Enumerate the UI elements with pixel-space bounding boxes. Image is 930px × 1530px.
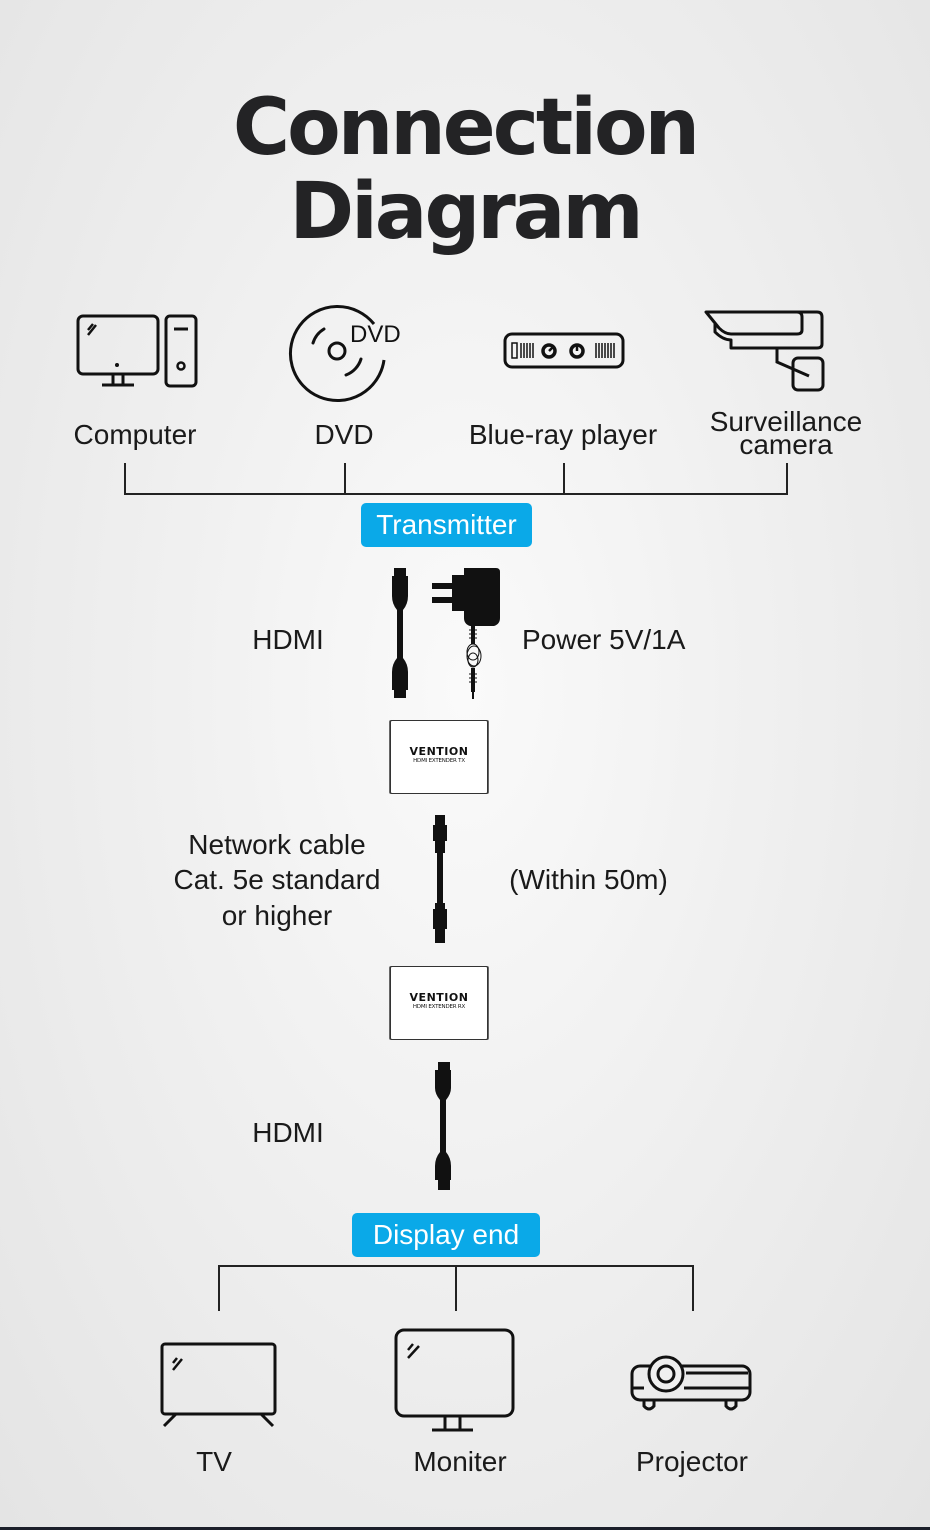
tx-model: HDMI EXTENDER TX bbox=[413, 758, 465, 764]
bluray-player-icon bbox=[503, 332, 625, 369]
hdmi-cable-icon bbox=[435, 1062, 451, 1190]
rx-hdmi-label: HDMI bbox=[252, 1117, 324, 1148]
connector-line bbox=[124, 463, 126, 494]
title-line-2: Diagram bbox=[289, 167, 643, 257]
tv-icon bbox=[160, 1342, 277, 1428]
monitor-icon bbox=[394, 1328, 515, 1432]
surveillance-camera-icon bbox=[704, 310, 825, 392]
title-line-1: Connection bbox=[232, 83, 700, 173]
network-cable-icon bbox=[433, 815, 447, 943]
network-label-line1: Network cable bbox=[188, 829, 366, 860]
tx-hdmi-label: HDMI bbox=[252, 624, 324, 655]
tx-extender-unit: VENTION HDMI EXTENDER TX bbox=[390, 720, 488, 794]
source-label-camera-line2: camera bbox=[739, 429, 833, 460]
tx-brand: VENTION bbox=[409, 745, 469, 758]
display-label-monitor: Moniter bbox=[413, 1446, 507, 1477]
power-adapter-icon bbox=[432, 568, 500, 699]
rx-extender-unit: VENTION HDMI EXTENDER RX bbox=[390, 966, 488, 1040]
display-end-badge: Display end bbox=[352, 1213, 540, 1257]
display-label-projector: Projector bbox=[635, 1446, 749, 1477]
connector-line bbox=[124, 493, 788, 495]
connector-line bbox=[344, 463, 346, 494]
hdmi-cable-icon bbox=[392, 568, 408, 698]
dvd-icon-text: DVD bbox=[350, 321, 401, 348]
power-label: Power 5V/1A bbox=[522, 624, 686, 655]
connector-line bbox=[692, 1265, 694, 1311]
projector-icon bbox=[630, 1355, 752, 1411]
display-label-tv: TV bbox=[196, 1446, 232, 1477]
connector-line bbox=[786, 463, 788, 494]
network-label-line2: Cat. 5e standard bbox=[173, 864, 381, 895]
connector-line bbox=[218, 1265, 220, 1311]
rx-model: HDMI EXTENDER RX bbox=[412, 1004, 466, 1010]
rx-brand: VENTION bbox=[409, 991, 469, 1004]
bottom-edge bbox=[0, 1527, 930, 1530]
source-label-computer: Computer bbox=[73, 419, 197, 450]
distance-label: (Within 50m) bbox=[509, 864, 668, 895]
source-label-bluray: Blue-ray player bbox=[468, 419, 658, 450]
source-label-camera-line1: Surveillance bbox=[709, 406, 863, 437]
connector-line bbox=[455, 1265, 457, 1311]
network-label-line3: or higher bbox=[221, 900, 333, 931]
dvd-disc-icon: DVD bbox=[288, 305, 401, 403]
computer-icon bbox=[76, 314, 198, 388]
transmitter-badge: Transmitter bbox=[361, 503, 532, 547]
source-label-dvd: DVD bbox=[314, 419, 374, 450]
connector-line bbox=[563, 463, 565, 494]
